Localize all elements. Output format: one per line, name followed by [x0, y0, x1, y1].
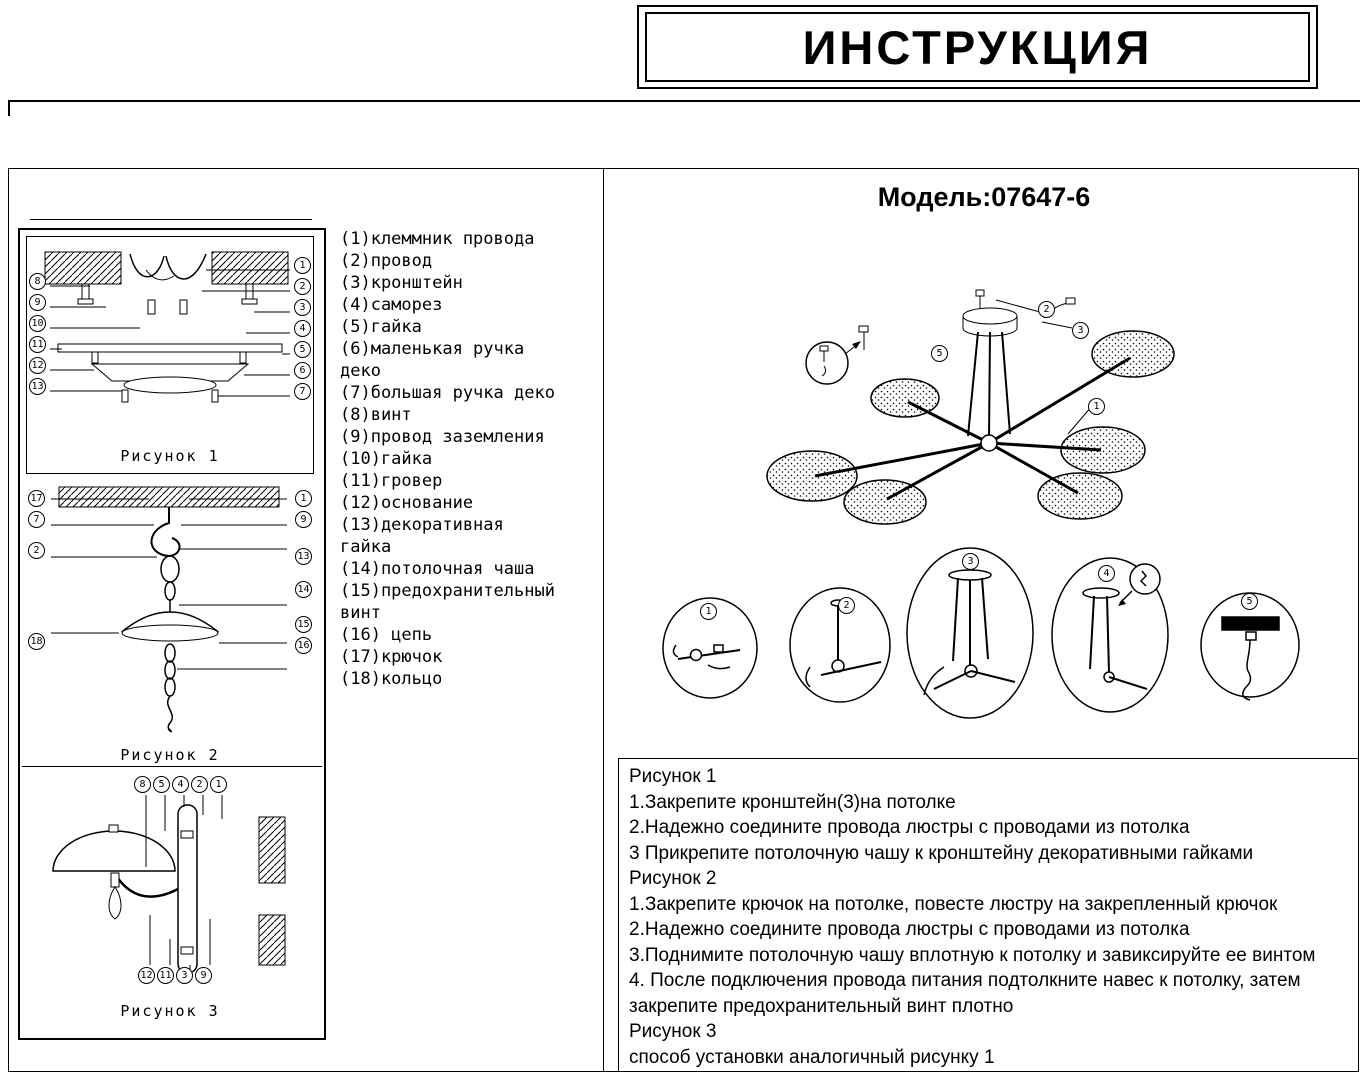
document-title: ИНСТРУКЦИЯ — [802, 20, 1153, 74]
detail-views: 1 2 3 4 5 — [648, 545, 1310, 741]
callout-number: 9 — [195, 967, 212, 984]
figures-box-top-line — [30, 219, 312, 220]
instructions-box: Рисунок 1 1.Закрепите кронштейн(3)на пот… — [618, 758, 1359, 1072]
callout-number: 2 — [28, 542, 45, 559]
figure-2-callouts-left: 17 7 2 18 — [28, 490, 45, 650]
figure-3-caption: Рисунок 3 — [120, 1002, 220, 1020]
parts-list: (1)клеммник провода (2)провод (3)кронште… — [340, 229, 555, 689]
callout-number: 16 — [295, 637, 312, 654]
callout-number: 1 — [210, 776, 227, 793]
detail-number-1: 1 — [700, 603, 717, 620]
callout-number: 6 — [294, 362, 311, 379]
callout-number: 12 — [138, 967, 155, 984]
chandelier-diagram: 5 2 3 1 — [640, 288, 1340, 546]
detail-views-drawing — [662, 547, 1300, 719]
callout-number: 5 — [153, 776, 170, 793]
callout-number: 12 — [29, 357, 46, 374]
callout-number: 3 — [176, 967, 193, 984]
callout-number: 18 — [28, 633, 45, 650]
figure-2-caption: Рисунок 2 — [120, 746, 220, 764]
detail-number-3: 3 — [962, 553, 979, 570]
callout-number: 9 — [29, 294, 46, 311]
callout-number: 13 — [295, 548, 312, 565]
callout-number: 15 — [295, 616, 312, 633]
callout-number: 8 — [29, 273, 46, 290]
figures-outer-box — [18, 228, 326, 1040]
callout-number: 11 — [29, 336, 46, 353]
diagram-callout-1: 1 — [1088, 398, 1105, 415]
callout-number: 11 — [157, 967, 174, 984]
diagram-callout-3: 3 — [1072, 322, 1089, 339]
document-title-box: ИНСТРУКЦИЯ — [637, 5, 1318, 89]
detail-number-4: 4 — [1098, 565, 1115, 582]
column-divider-line — [603, 168, 604, 1072]
figure-1-callouts-right: 1 2 3 4 5 6 7 — [294, 257, 311, 400]
figure-1-callouts-left: 8 9 10 11 12 13 — [29, 273, 46, 395]
figure-2-callouts-right: 1 9 13 14 15 16 — [295, 490, 312, 654]
model-title: Модель:07647-6 — [877, 182, 1091, 212]
detail-number-2: 2 — [838, 597, 855, 614]
callout-number: 8 — [134, 776, 151, 793]
chandelier-drawing — [766, 289, 1175, 525]
instructions-text: Рисунок 1 1.Закрепите кронштейн(3)на пот… — [629, 766, 1316, 1068]
main-content-frame — [8, 168, 1359, 1072]
callout-number: 9 — [295, 511, 312, 528]
callout-number: 13 — [29, 378, 46, 395]
callout-number: 2 — [191, 776, 208, 793]
figure-2-3-divider — [22, 766, 322, 767]
figure-2-drawing — [51, 486, 287, 733]
figure-2: 17 7 2 18 1 9 13 14 15 16 Рисунок 2 — [26, 478, 314, 766]
callout-number: 10 — [29, 315, 46, 332]
callout-number: 14 — [295, 581, 312, 598]
callout-number: 7 — [294, 383, 311, 400]
callout-number: 2 — [294, 278, 311, 295]
callout-number: 17 — [28, 490, 45, 507]
callout-number: 1 — [295, 490, 312, 507]
top-horizontal-rule — [8, 100, 1360, 102]
diagram-callout-5: 5 — [931, 345, 948, 362]
diagram-callout-2: 2 — [1038, 301, 1055, 318]
callout-number: 4 — [172, 776, 189, 793]
figure-3-drawing — [52, 795, 286, 974]
left-edge-tick — [8, 100, 10, 116]
callout-number: 3 — [294, 299, 311, 316]
figure-1-drawing — [44, 251, 290, 403]
callout-number: 5 — [294, 341, 311, 358]
document-title-inner-frame: ИНСТРУКЦИЯ — [645, 12, 1310, 82]
callout-number: 4 — [294, 320, 311, 337]
detail-number-5: 5 — [1241, 593, 1258, 610]
callout-number: 7 — [28, 511, 45, 528]
callout-number: 1 — [294, 257, 311, 274]
figure-1-caption: Рисунок 1 — [120, 447, 220, 465]
